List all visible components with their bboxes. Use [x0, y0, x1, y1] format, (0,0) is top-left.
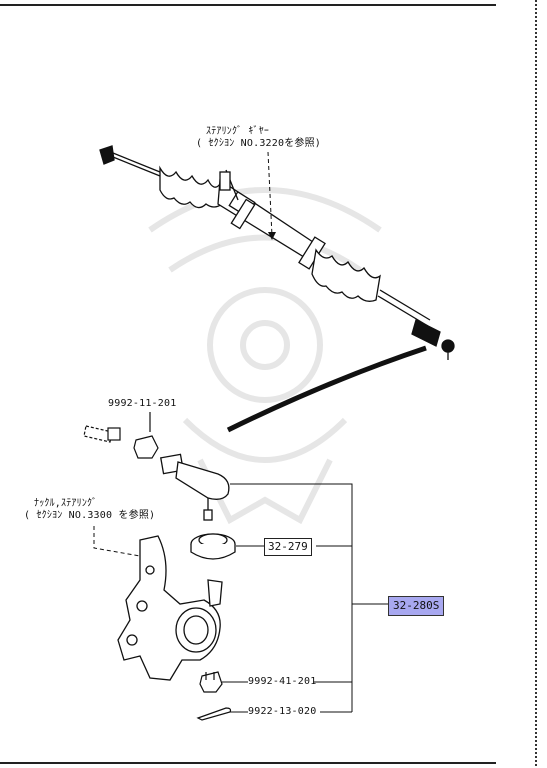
tie-rod-end-part-number[interactable]: 32-280S — [388, 596, 445, 616]
dust-boot-drawing — [190, 533, 236, 560]
cotter-pin-part-number[interactable]: 9922-13-020 — [248, 706, 317, 717]
samurai-helmet-watermark-icon — [148, 187, 382, 525]
gear-label-line1: ｽﾃｱﾘﾝｸﾞ ｷﾞﾔｰ — [206, 126, 270, 137]
gear-label-line2: ( ｾｸｼﾖﾝ NO.3220を参照) — [196, 138, 322, 149]
knuckle-label-line1: ﾅｯｸﾙ,ｽﾃｱﾘﾝｸﾞ — [34, 498, 98, 509]
callout-lines — [222, 483, 388, 713]
knuckle-label-line2: ( ｾｸｼﾖﾝ NO.3300 を参照) — [24, 510, 156, 521]
bottom-rule — [0, 762, 496, 764]
top-rule — [0, 4, 496, 6]
tie-rod-end-drawing — [160, 453, 230, 521]
steering-gear-drawing — [99, 145, 455, 360]
boot-part-number[interactable]: 32-279 — [264, 538, 312, 556]
page-edge — [535, 0, 537, 768]
nut-part-label: 9992-11-201 — [108, 398, 177, 409]
cotter-pin-drawing — [196, 707, 232, 721]
castle-nut-part-number[interactable]: 9992-41-201 — [248, 676, 317, 687]
stud-drawing — [83, 412, 159, 459]
steering-knuckle-drawing — [117, 535, 223, 681]
castle-nut-drawing — [199, 671, 223, 693]
